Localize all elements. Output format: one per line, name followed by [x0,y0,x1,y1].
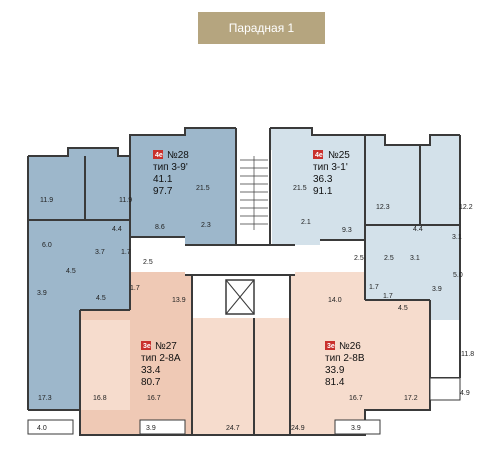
apartment-number-26: №26 [339,341,361,352]
room-label: 3.9 [146,425,156,432]
room-label: 4.4 [112,226,122,233]
floor-label-27: 3е [143,343,151,350]
balcony-27 [139,419,186,435]
floor-label-25: 4е [315,152,323,159]
apartment-label-26: 3е №26 тип 2-8В 33.9 81.4 [325,341,365,388]
room-label: 21.5 [293,185,307,192]
room-label: 21.5 [196,185,210,192]
apartment-living-28: 41.1 [153,174,173,185]
room-label: 3.1 [452,234,462,241]
room-label: 2.1 [301,219,311,226]
room-label: 4.9 [460,390,470,397]
apartment-type-27: тип 2-8А [141,353,181,364]
floor-square-25 [313,150,323,159]
room-label: 2.3 [201,222,211,229]
room-24-7-area [192,318,254,435]
room-labels: 11.9 11.9 21.5 8.6 2.3 4.4 6.0 3.7 1.7 4… [37,185,474,432]
apartment-living-27: 33.4 [141,365,161,376]
apartment-25-area [270,128,365,245]
apartment-total-25: 91.1 [313,186,333,197]
room-label: 12.3 [376,204,390,211]
staircase [240,156,268,230]
room-label: 14.0 [328,297,342,304]
apartment-label-27: 3е №27 тип 2-8А 33.4 80.7 [141,341,181,388]
room-label: 16.7 [349,395,363,402]
room-label: 17.3 [38,395,52,402]
balcony-26 [334,419,381,435]
room-label: 8.6 [155,224,165,231]
apartment-type-28: тип 3-9' [153,162,188,173]
floor-label-28: 4е [155,152,163,159]
room-label: 16.8 [93,395,107,402]
room-label: 2.5 [143,259,153,266]
room-label: 4.5 [96,295,106,302]
room-label: 4.0 [37,425,47,432]
entrance-badge: Парадная 1 [198,12,325,44]
room-label: 9.3 [342,227,352,234]
room-label: 5.0 [453,272,463,279]
apartment-type-26: тип 2-8В [325,353,365,364]
walls [27,127,461,436]
room-label: 11.9 [119,197,132,204]
apartment-label-28: 4е №28 тип 3-9' 41.1 97.7 [153,150,189,197]
floor-square-28 [153,150,163,159]
room-label: 3.9 [351,425,361,432]
apartment-living-26: 33.9 [325,365,345,376]
room-label: 12.2 [459,204,473,211]
apartment-total-27: 80.7 [141,377,161,388]
apartment-label-25: 4е №25 тип 3-1' 36.3 91.1 [313,150,350,197]
room-label: 4.5 [398,305,408,312]
apartment-living-25: 36.3 [313,174,333,185]
apartment-total-28: 97.7 [153,186,173,197]
balcony-right [429,377,461,401]
watermark: Домклик [48,454,84,464]
room-label: 3.9 [432,286,442,293]
room-label: 6.0 [42,242,52,249]
room-label: 3.7 [95,249,105,256]
floor-square-26 [325,341,335,350]
room-label: 24.9 [291,425,305,432]
apartment-28-area [130,128,236,245]
floor-square-27 [141,341,151,350]
room-label: 2.5 [384,255,394,262]
apartment-type-25: тип 3-1' [313,162,348,173]
room-label: 4.5 [66,268,76,275]
room-label: 11.8 [461,351,474,358]
room-label: 3.1 [410,255,420,262]
floor-label-26: 3е [327,343,335,350]
room-label: 16.7 [147,395,161,402]
room-label: 3.9 [37,290,47,297]
apartment-number-28: №28 [167,150,189,161]
room-label: 1.7 [121,249,131,256]
room-24-9-area [254,318,314,435]
room-label: 13.9 [172,297,186,304]
apartment-number-27: №27 [155,341,177,352]
apartment-number-25: №25 [328,150,350,161]
room-label: 17.2 [404,395,418,402]
apartment-26-area [290,272,430,435]
core-area [185,245,295,275]
room-label: 24.7 [226,425,240,432]
balcony-left [27,419,74,435]
elevator-shaft [225,279,255,315]
room-label: 4.4 [413,226,423,233]
apartment-27-room [80,320,130,410]
room-label: 1.7 [130,285,140,292]
room-label: 11.9 [40,197,53,204]
room-label: 1.7 [383,293,393,300]
apartment-total-26: 81.4 [325,377,345,388]
room-label: 2.5 [354,255,364,262]
room-label: 1.7 [369,284,379,291]
